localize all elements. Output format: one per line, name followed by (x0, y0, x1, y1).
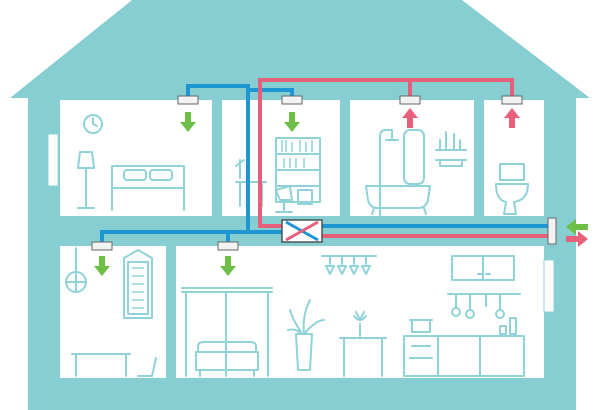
vent-living (217, 241, 239, 251)
vent-hall (91, 241, 113, 251)
right-arrow-icon (566, 231, 588, 247)
shelf (435, 131, 467, 167)
down-arrow-icon (180, 112, 196, 132)
living-kitchen (176, 246, 544, 378)
down-arrow-icon (284, 112, 300, 132)
hall-furniture (65, 247, 157, 377)
wall-clock (83, 114, 103, 134)
chandelier (321, 255, 377, 265)
down-arrow-icon (94, 256, 110, 276)
vase (353, 311, 367, 337)
vents (91, 95, 523, 251)
desk-lamp (235, 159, 245, 179)
office-chair (275, 185, 293, 213)
patio-door (181, 287, 273, 377)
supply-duct-main (100, 84, 250, 242)
hall-table (71, 353, 131, 377)
vent-bathroom (399, 95, 421, 105)
extract-duct-main (258, 78, 412, 228)
extract-ducts (258, 78, 548, 238)
heat-exchanger-icon (281, 219, 323, 243)
bedroom-furniture (77, 114, 185, 211)
bathroom-furniture (365, 129, 467, 217)
roof (10, 0, 590, 98)
down-arrow-icon (220, 256, 236, 276)
window-left (47, 133, 59, 187)
box (297, 189, 313, 205)
outside-grille (547, 217, 557, 245)
extract-duct-toilet (410, 78, 514, 96)
dining-table (339, 337, 387, 377)
plant (287, 299, 325, 335)
left-arrow-icon (566, 219, 588, 235)
cooking-pot (409, 319, 433, 333)
vent-toilet (501, 95, 523, 105)
toilet-furniture (495, 163, 529, 215)
window-right (543, 259, 555, 313)
vent-study (281, 95, 303, 105)
study-furniture (235, 137, 321, 213)
toilet-bowl (495, 183, 529, 215)
vent-bedroom (177, 95, 199, 105)
supply-duct-study (248, 88, 294, 96)
up-arrow-icon (402, 108, 418, 128)
floor-lamp (77, 151, 95, 169)
mirror (403, 129, 425, 185)
living-furniture (181, 255, 525, 377)
shower (379, 129, 399, 217)
supply-arrows (94, 112, 300, 276)
bed (111, 165, 185, 211)
toilet-tank (499, 163, 525, 181)
utensil-rail (447, 293, 521, 311)
up-arrow-icon (504, 108, 520, 128)
tall-window (123, 249, 153, 319)
jars (499, 317, 517, 335)
sofa (195, 341, 259, 377)
hall-chair (137, 357, 157, 377)
kitchen-counter (403, 335, 525, 377)
extract-arrows (402, 108, 520, 128)
bathtub (365, 185, 431, 215)
